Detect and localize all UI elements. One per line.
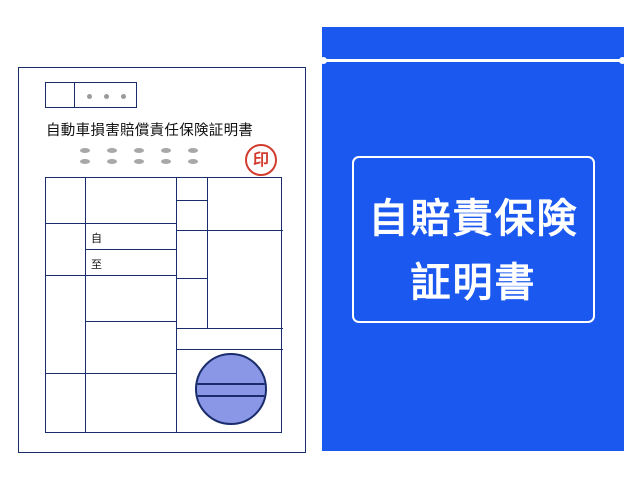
stamp-circle: [195, 353, 267, 425]
number-box-divider: [74, 83, 75, 107]
table-vline: [85, 178, 86, 433]
placeholder-oval: [107, 159, 117, 164]
table-hline: [176, 200, 208, 201]
envelope-title-line2: 証明書: [410, 260, 537, 306]
placeholder-oval: [80, 159, 90, 164]
placeholder-dot: [87, 94, 92, 99]
placeholder-dot: [104, 94, 109, 99]
placeholder-oval: [134, 159, 144, 164]
certificate-table: 自 至: [45, 177, 283, 433]
certificate-envelope: 自賠責保険 証明書: [320, 27, 626, 451]
placeholder-dot: [121, 94, 126, 99]
table-vline: [207, 178, 208, 328]
certificate-title: 自動車損害賠償責任保険証明書: [46, 123, 254, 139]
stamp-band: [197, 383, 265, 385]
envelope-title-line1: 自賠責保険: [368, 196, 579, 242]
table-hline: [46, 373, 86, 374]
table-hline: [86, 373, 176, 374]
envelope-flap-line: [320, 57, 626, 64]
stamp-band: [197, 395, 265, 397]
placeholder-oval: [161, 148, 171, 153]
placeholder-oval: [188, 159, 198, 164]
period-to-label: 至: [91, 258, 102, 271]
placeholder-ovals: [80, 145, 210, 167]
table-hline: [86, 223, 176, 224]
table-hline: [176, 230, 283, 231]
placeholder-oval: [80, 148, 90, 153]
table-hline: [176, 278, 208, 279]
table-vline: [176, 178, 177, 433]
table-hline: [86, 275, 176, 276]
table-hline: [176, 349, 283, 350]
seal-stamp: 印: [245, 144, 277, 176]
table-hline: [46, 223, 86, 224]
table-hline: [86, 321, 176, 322]
table-hline: [86, 249, 176, 250]
placeholder-oval: [188, 148, 198, 153]
table-hline: [176, 328, 283, 329]
table-hline: [46, 275, 86, 276]
placeholder-oval: [107, 148, 117, 153]
envelope-label-panel: 自賠責保険 証明書: [352, 156, 595, 323]
placeholder-oval: [161, 159, 171, 164]
period-from-label: 自: [91, 232, 102, 245]
placeholder-oval: [134, 148, 144, 153]
certificate-number-box: [45, 82, 137, 108]
